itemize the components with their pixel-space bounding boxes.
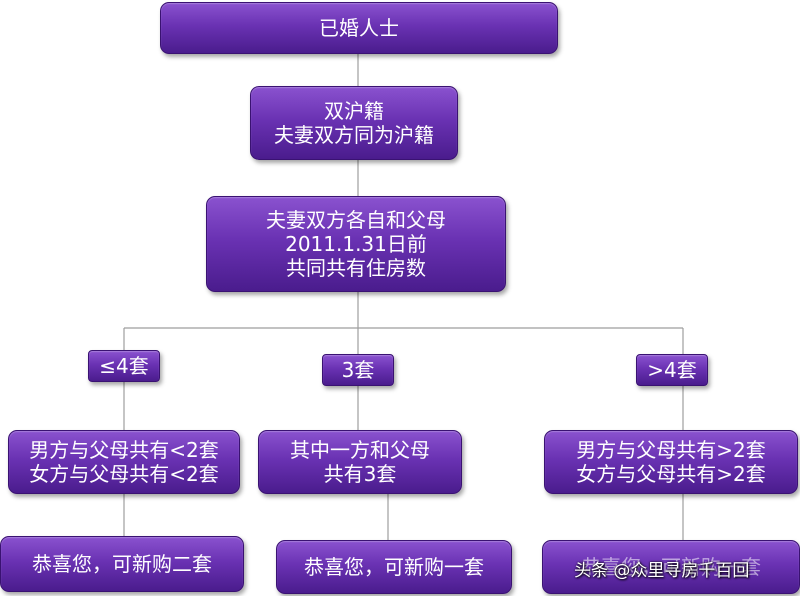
node-cond-mid-line-2: 共有3套 [323,462,397,486]
node-result-left: 恭喜您，可新购二套 [0,536,244,592]
branch-label-le4-text: ≤4套 [99,354,149,378]
node-result-mid: 恭喜您，可新购一套 [276,540,512,594]
node-result-mid-text: 恭喜您，可新购一套 [304,555,484,579]
node-cond-left-line-2: 女方与父母共有<2套 [29,462,219,486]
node-result-right-text: 恭喜您，可新购一套 [581,555,761,579]
branch-label-3-text: 3套 [341,358,375,382]
node-cond-mid: 其中一方和父母 共有3套 [258,430,462,494]
node-result-left-text: 恭喜您，可新购二套 [32,552,212,576]
node-count-line-3: 共同共有住房数 [286,256,426,280]
node-dual-hukou-line-2: 夫妻双方同为沪籍 [274,123,434,147]
branch-label-gt4: >4套 [636,354,708,386]
node-cond-left-line-1: 男方与父母共有<2套 [29,438,219,462]
branch-label-3: 3套 [322,354,394,386]
branch-label-gt4-text: >4套 [647,358,697,382]
node-count-line-2: 2011.1.31日前 [285,232,427,256]
node-cond-right-line-1: 男方与父母共有>2套 [576,438,766,462]
node-cond-mid-line-1: 其中一方和父母 [290,438,430,462]
watermark: 头条 @众里寻房千百回 [574,561,750,581]
node-cond-left: 男方与父母共有<2套 女方与父母共有<2套 [8,430,240,494]
node-married-text: 已婚人士 [319,16,399,40]
node-cond-right: 男方与父母共有>2套 女方与父母共有>2套 [544,430,798,494]
node-result-right: 恭喜您，可新购一套 [542,540,800,594]
node-cond-right-line-2: 女方与父母共有>2套 [576,462,766,486]
branch-label-le4: ≤4套 [88,350,160,382]
node-married: 已婚人士 [160,2,558,54]
node-count-criterion: 夫妻双方各自和父母 2011.1.31日前 共同共有住房数 [206,196,506,292]
node-dual-hukou: 双沪籍 夫妻双方同为沪籍 [250,86,458,160]
node-count-line-1: 夫妻双方各自和父母 [266,208,446,232]
node-dual-hukou-line-1: 双沪籍 [324,99,384,123]
